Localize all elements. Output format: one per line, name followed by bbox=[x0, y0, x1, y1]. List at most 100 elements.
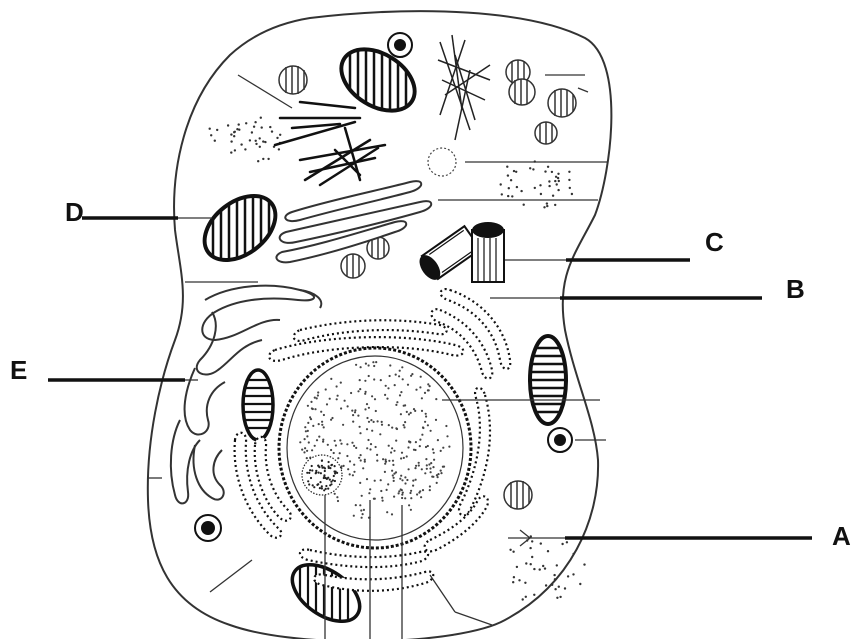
speckle bbox=[304, 447, 306, 449]
speckle bbox=[406, 455, 408, 457]
speckle bbox=[360, 454, 362, 456]
speckle bbox=[317, 391, 319, 393]
speckle bbox=[384, 471, 386, 473]
speckle bbox=[355, 364, 357, 366]
speckle bbox=[559, 596, 561, 598]
speckle bbox=[307, 405, 309, 407]
speckle bbox=[424, 421, 426, 423]
speckle bbox=[415, 479, 417, 481]
speckle bbox=[523, 204, 525, 206]
speckle bbox=[401, 497, 403, 499]
label-b: B bbox=[786, 276, 805, 302]
speckle bbox=[408, 504, 410, 506]
speckle bbox=[388, 424, 390, 426]
speckle bbox=[353, 471, 355, 473]
speckle bbox=[532, 168, 534, 170]
speckle bbox=[320, 411, 322, 413]
speckle bbox=[557, 189, 559, 191]
speckle bbox=[409, 492, 411, 494]
speckle bbox=[552, 195, 554, 197]
speckle bbox=[311, 407, 313, 409]
speckle bbox=[440, 472, 442, 474]
speckle bbox=[533, 594, 535, 596]
speckle bbox=[309, 416, 311, 418]
speckle bbox=[429, 485, 431, 487]
speckle bbox=[421, 397, 423, 399]
speckle bbox=[210, 134, 212, 136]
speckle bbox=[545, 584, 547, 586]
speckle bbox=[579, 583, 581, 585]
speckle bbox=[340, 382, 342, 384]
speckle bbox=[264, 141, 266, 143]
speckle bbox=[429, 489, 431, 491]
speckle bbox=[327, 488, 329, 490]
label-e: E bbox=[10, 357, 27, 383]
speckle bbox=[251, 131, 253, 133]
speckle bbox=[375, 446, 377, 448]
speckle bbox=[516, 186, 518, 188]
speckle bbox=[346, 443, 348, 445]
speckle bbox=[414, 410, 416, 412]
speckle bbox=[255, 143, 257, 145]
speckle bbox=[398, 375, 400, 377]
speckle bbox=[410, 490, 412, 492]
speckle bbox=[315, 472, 317, 474]
speckle bbox=[321, 485, 323, 487]
speckle bbox=[425, 413, 427, 415]
speckle bbox=[508, 187, 510, 189]
label-d: D bbox=[65, 199, 84, 225]
speckle bbox=[554, 578, 556, 580]
speckle bbox=[391, 427, 393, 429]
speckle bbox=[316, 484, 318, 486]
speckle bbox=[315, 470, 317, 472]
speckle bbox=[513, 170, 515, 172]
speckle bbox=[317, 394, 319, 396]
speckle bbox=[381, 424, 383, 426]
speckle bbox=[314, 397, 316, 399]
speckle bbox=[321, 465, 323, 467]
speckle bbox=[432, 448, 434, 450]
speckle bbox=[322, 439, 324, 441]
speckle bbox=[424, 392, 426, 394]
speckle bbox=[554, 588, 556, 590]
speckle bbox=[307, 480, 309, 482]
speckle bbox=[324, 467, 326, 469]
speckle bbox=[380, 379, 382, 381]
speckle bbox=[424, 472, 426, 474]
speckle bbox=[421, 410, 423, 412]
speckle bbox=[358, 457, 360, 459]
speckle bbox=[404, 497, 406, 499]
speckle bbox=[398, 492, 400, 494]
speckle bbox=[380, 490, 382, 492]
speckle bbox=[368, 407, 370, 409]
speckle bbox=[567, 575, 569, 577]
speckle bbox=[357, 390, 359, 392]
speckle bbox=[419, 445, 421, 447]
speckle bbox=[557, 173, 559, 175]
speckle bbox=[445, 425, 447, 427]
speckle bbox=[340, 465, 342, 467]
speckle bbox=[400, 488, 402, 490]
speckle bbox=[422, 426, 424, 428]
speckle bbox=[414, 467, 416, 469]
speckle bbox=[546, 202, 548, 204]
speckle bbox=[399, 394, 401, 396]
speckle bbox=[307, 430, 309, 432]
speckle bbox=[374, 398, 376, 400]
speckle bbox=[554, 180, 556, 182]
speckle bbox=[425, 458, 427, 460]
speckle bbox=[436, 482, 438, 484]
speckle bbox=[261, 126, 263, 128]
speckle bbox=[569, 187, 571, 189]
speckle bbox=[330, 483, 332, 485]
speckle bbox=[339, 439, 341, 441]
speckle bbox=[551, 584, 553, 586]
speckle bbox=[349, 460, 351, 462]
speckle bbox=[352, 414, 354, 416]
speckle bbox=[420, 496, 422, 498]
speckle bbox=[583, 563, 585, 565]
speckle bbox=[543, 206, 545, 208]
speckle bbox=[310, 401, 312, 403]
speckle bbox=[430, 462, 432, 464]
speckle bbox=[351, 442, 353, 444]
